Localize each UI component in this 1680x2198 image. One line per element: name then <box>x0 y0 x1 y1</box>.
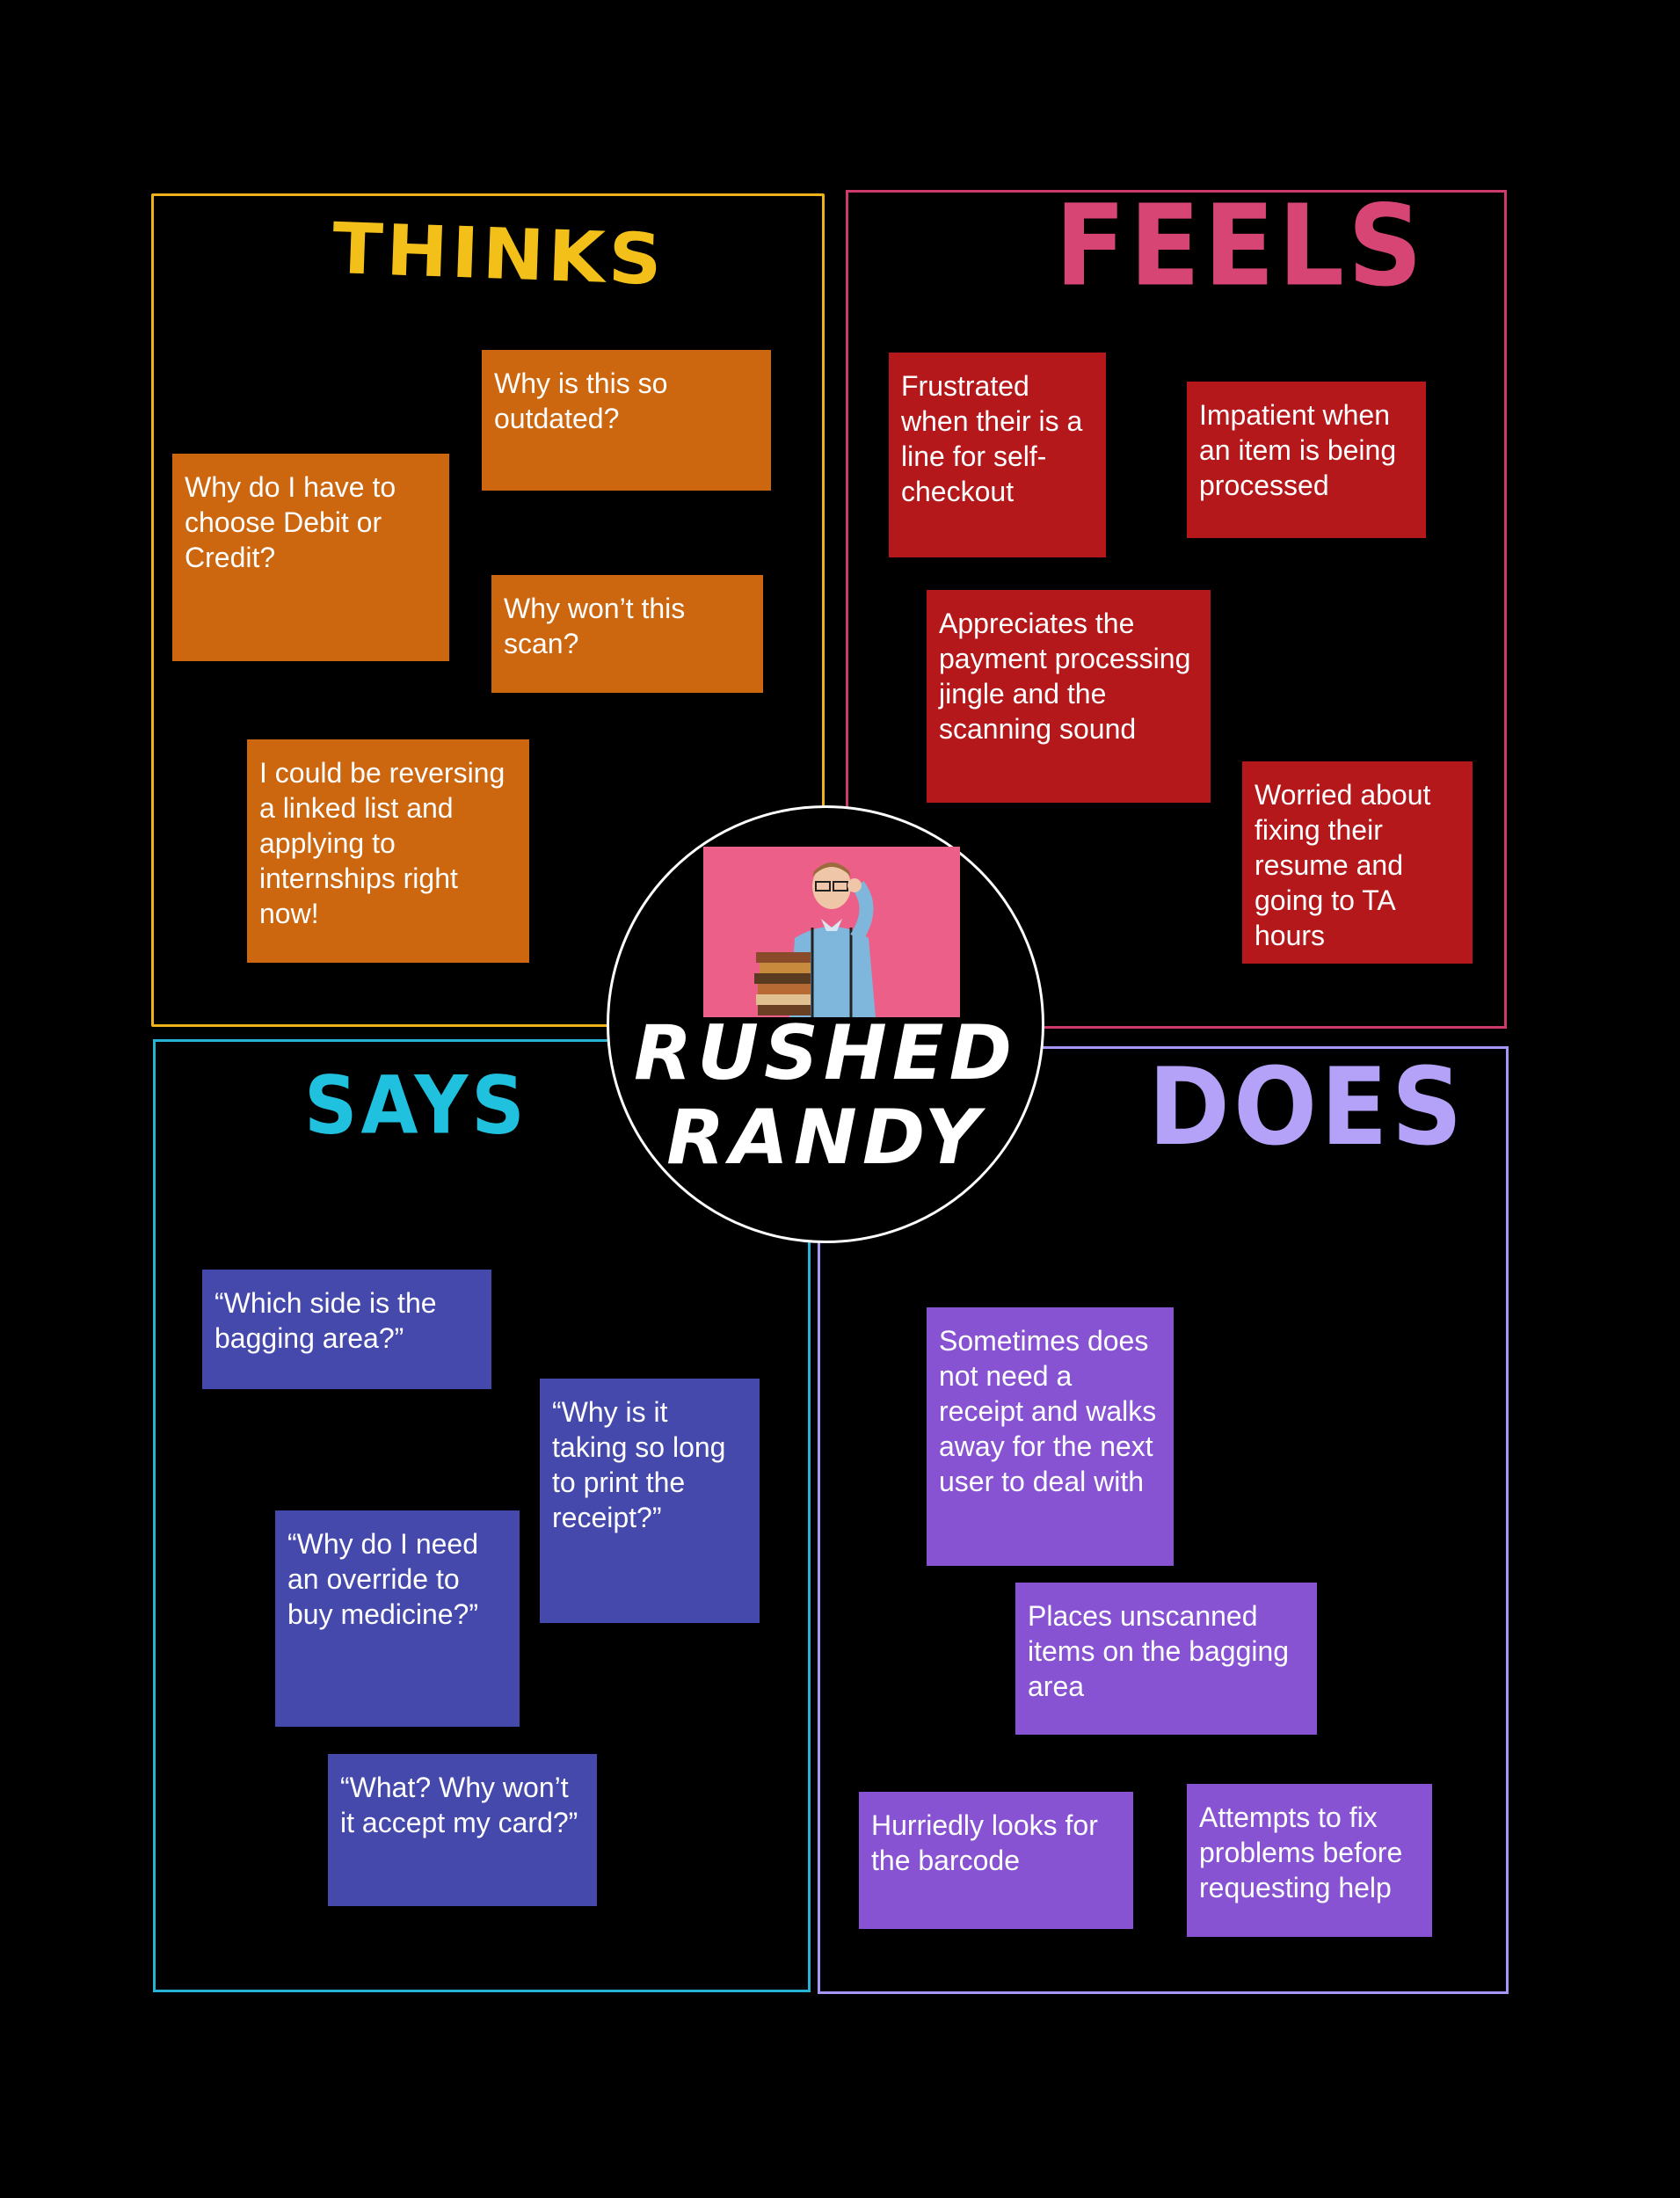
persona-illustration <box>703 847 960 1017</box>
says-quadrant <box>153 1039 811 1992</box>
persona-name: RUSHED RANDY <box>607 1011 1044 1180</box>
does-note: Places unscanned items on the bagging ar… <box>1015 1583 1317 1735</box>
says-title: SAYS <box>304 1059 528 1152</box>
thinks-note: I could be reversing a linked list and a… <box>247 739 529 963</box>
feels-note: Appreciates the payment processing jingl… <box>927 590 1211 803</box>
does-note: Attempts to fix problems before requesti… <box>1187 1784 1432 1937</box>
persona-name-line1: RUSHED <box>633 1009 1018 1097</box>
does-note: Sometimes does not need a receipt and wa… <box>927 1307 1174 1566</box>
persona-photo <box>703 847 960 1017</box>
thinks-quadrant <box>151 193 825 1027</box>
says-note: “Which side is the bagging area?” <box>202 1270 491 1389</box>
feels-note: Worried about fixing their resume and go… <box>1242 761 1473 964</box>
thinks-title: THINKS <box>331 207 667 302</box>
does-note: Hurriedly looks for the barcode <box>859 1792 1133 1929</box>
persona-name-line2: RANDY <box>666 1094 985 1182</box>
does-title: DOES <box>1148 1045 1466 1170</box>
says-note: “Why is it taking so long to print the r… <box>540 1379 760 1623</box>
feels-note: Impatient when an item is being processe… <box>1187 382 1426 538</box>
feels-quadrant <box>846 190 1507 1029</box>
feels-note: Frustrated when their is a line for self… <box>889 353 1106 557</box>
does-quadrant <box>818 1046 1509 1994</box>
feels-title: FEELS <box>1055 179 1426 311</box>
says-note: “What? Why won’t it accept my card?” <box>328 1754 597 1906</box>
says-note: “Why do I need an override to buy medici… <box>275 1510 520 1727</box>
thinks-note: Why do I have to choose Debit or Credit? <box>172 454 449 661</box>
thinks-note: Why is this so outdated? <box>482 350 771 491</box>
thinks-note: Why won’t this scan? <box>491 575 763 693</box>
